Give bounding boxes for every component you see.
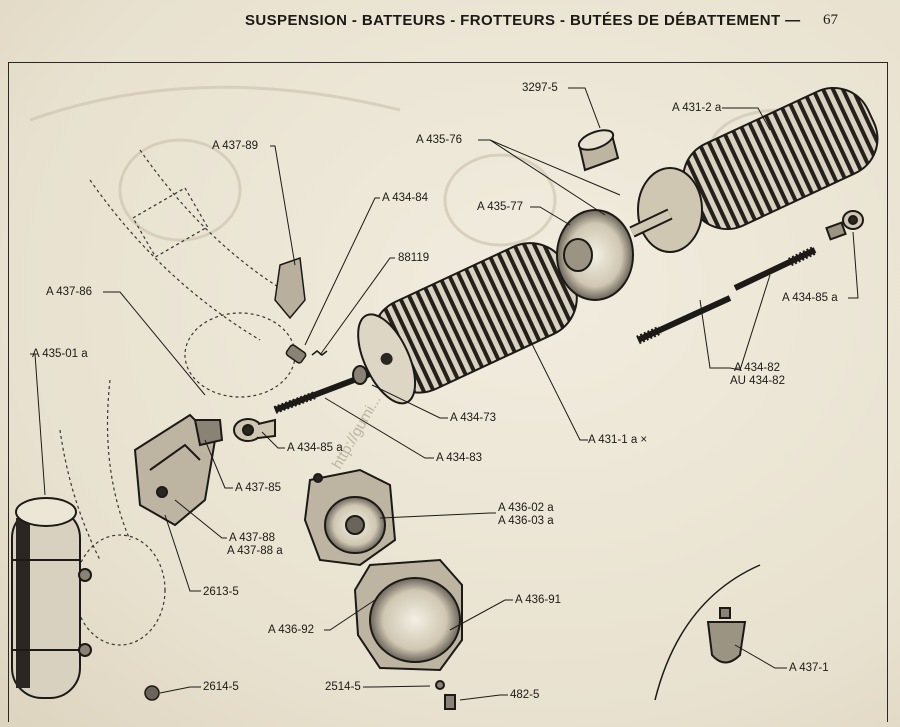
label-a436-02: A 436-02 a: [498, 502, 554, 514]
page-number: 67: [823, 12, 838, 28]
label-a434-83: A 434-83: [436, 452, 483, 464]
label-a436-92: A 436-92: [268, 624, 315, 636]
friction-housing: [303, 468, 397, 567]
shock-absorber-body: [11, 497, 92, 699]
upper-bellows: [629, 86, 879, 253]
label-2514: 2514-5: [325, 681, 361, 693]
right-eye-end: [825, 210, 864, 241]
label-au434-82: AU 434-82: [730, 375, 785, 387]
clip-part: [274, 256, 306, 320]
label-a434-84: A 434-84: [382, 192, 429, 204]
label-a437-1: A 437-1: [789, 662, 829, 674]
nut-part: [144, 685, 160, 701]
leader-lines: [30, 87, 859, 701]
label-3297: 3297-5: [522, 82, 558, 94]
watermark-text: http://gumi...: [329, 392, 385, 472]
label-a436-03: A 436-03 a: [498, 515, 554, 527]
label-a434-85-right: A 434-85 a: [782, 292, 838, 304]
bushing-part: [577, 129, 620, 172]
chassis-outline: [59, 149, 301, 646]
label-a434-73: A 434-73: [450, 412, 497, 424]
label-a436-91: A 436-91: [515, 594, 562, 606]
eye-end-part: [233, 418, 276, 442]
label-a437-88: A 437-88: [229, 532, 276, 544]
pin-part: [285, 344, 307, 364]
lower-bellows: [357, 242, 578, 405]
threaded-rod: [273, 365, 377, 414]
tie-rods: [636, 245, 817, 345]
label-a435-77: A 435-77: [477, 201, 524, 213]
label-a435-76: A 435-76: [416, 134, 463, 146]
bracket-part: [133, 413, 224, 527]
label-a431-1: A 431-1 a ×: [588, 434, 648, 446]
label-2614: 2614-5: [203, 681, 239, 693]
label-a435-01: A 435-01 a: [32, 348, 88, 360]
label-a431-2: A 431-2 a: [672, 102, 722, 114]
page-title: SUSPENSION - BATTEURS - FROTTEURS - BUTÉ…: [245, 12, 801, 29]
spring-clip-part: [311, 350, 328, 356]
label-a434-85-mid: A 434-85 a: [287, 442, 343, 454]
label-a437-85: A 437-85: [235, 482, 282, 494]
cup-part: [556, 209, 634, 301]
label-a437-86: A 437-86: [46, 286, 93, 298]
page-header: SUSPENSION - BATTEURS - FROTTEURS - BUTÉ…: [0, 8, 900, 32]
diagram-frame: [8, 62, 888, 722]
label-a434-82: A 434-82: [734, 362, 781, 374]
label-2613: 2613-5: [203, 586, 239, 598]
bump-stop-detail: [654, 564, 761, 701]
label-88119: 88119: [398, 252, 430, 264]
label-a437-88a: A 437-88 a: [227, 545, 283, 557]
label-a437-89: A 437-89: [212, 140, 259, 152]
cover-plate: [353, 558, 463, 710]
label-482: 482-5: [510, 689, 540, 701]
